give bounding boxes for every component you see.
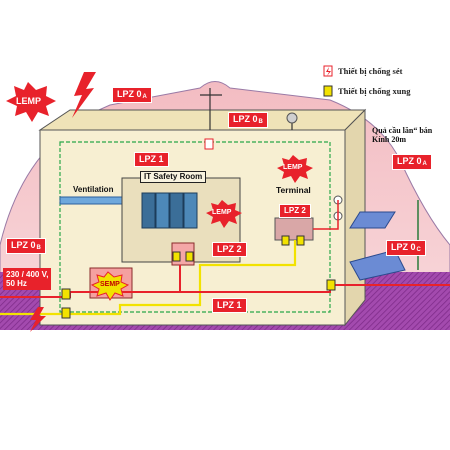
server-rack-3 (169, 192, 184, 229)
zone-lpz0c-right: LPZ 0C (386, 240, 426, 256)
zone-lpz2-terminal: LPZ 2 (279, 204, 311, 218)
lemp-starburst-left (6, 82, 56, 122)
zone-lpz0a-right: LPZ 0A (392, 154, 432, 170)
server-rack-4 (183, 192, 198, 229)
spd-marker-3 (326, 279, 336, 291)
terminal-device (274, 217, 314, 241)
zone-lpz0b-roof: LPZ 0B (228, 112, 268, 128)
semp-starburst (90, 271, 130, 301)
legend-surge-icon (323, 85, 333, 97)
server-rack-1 (141, 192, 156, 229)
spd-marker-6 (185, 251, 194, 262)
rolling-sphere-note-line1: Quả cầu lăn“ bán (372, 126, 433, 135)
legend-lightning-arrester-label: Thiết bị chống sét (338, 66, 403, 76)
zone-lpz0a-top: LPZ 0A (112, 87, 152, 103)
power-supply-line1: 230 / 400 V, (6, 270, 49, 279)
lemp-starburst-room (206, 200, 242, 228)
lightning-bolt-icon (72, 72, 96, 118)
lemp-label-left: LEMP (16, 96, 42, 106)
ventilation-label: Ventilation (73, 185, 114, 194)
building-roof (38, 109, 367, 131)
external-cable-red (313, 200, 339, 230)
rolling-sphere-note-line2: Kính 20m (372, 135, 407, 145)
zone-lpz2-room: LPZ 2 (212, 242, 247, 257)
antenna-dish (286, 112, 298, 124)
spd-marker-1 (61, 288, 71, 300)
it-safety-room-label: IT Safety Room (140, 171, 207, 183)
zone-lpz1-inner: LPZ 1 (134, 152, 169, 167)
external-panel-1 (349, 211, 396, 229)
spd-marker-7 (281, 235, 290, 246)
zone-lpz0b-left: LPZ 0B (6, 238, 46, 254)
legend-surge-protector-label: Thiết bị chống xung (338, 86, 411, 96)
lightning-bolt-small-icon (30, 307, 46, 332)
spd-marker-2 (61, 307, 71, 319)
power-supply-label: 230 / 400 V, 50 Hz (3, 268, 52, 291)
spd-marker-5 (172, 251, 181, 262)
lemp-starburst-terminal (277, 155, 313, 183)
power-supply-line2: 50 Hz (6, 279, 27, 289)
external-panel-2 (349, 249, 406, 281)
spd-marker-8 (296, 235, 305, 246)
semp-label: SEMP (100, 281, 120, 288)
lemp-label-room: LEMP (212, 209, 232, 216)
lpz1-boundary (59, 141, 331, 313)
data-cable-yellow (0, 240, 297, 316)
spd-marker-4 (204, 138, 214, 150)
terminal-label: Terminal (276, 185, 311, 195)
lemp-label-terminal: LEMP (283, 164, 303, 171)
server-rack-2 (155, 192, 170, 229)
zone-lpz1-bottom: LPZ 1 (212, 298, 247, 313)
rolling-sphere-note: Quả cầu lăn“ bán Kính 20m (372, 126, 450, 144)
